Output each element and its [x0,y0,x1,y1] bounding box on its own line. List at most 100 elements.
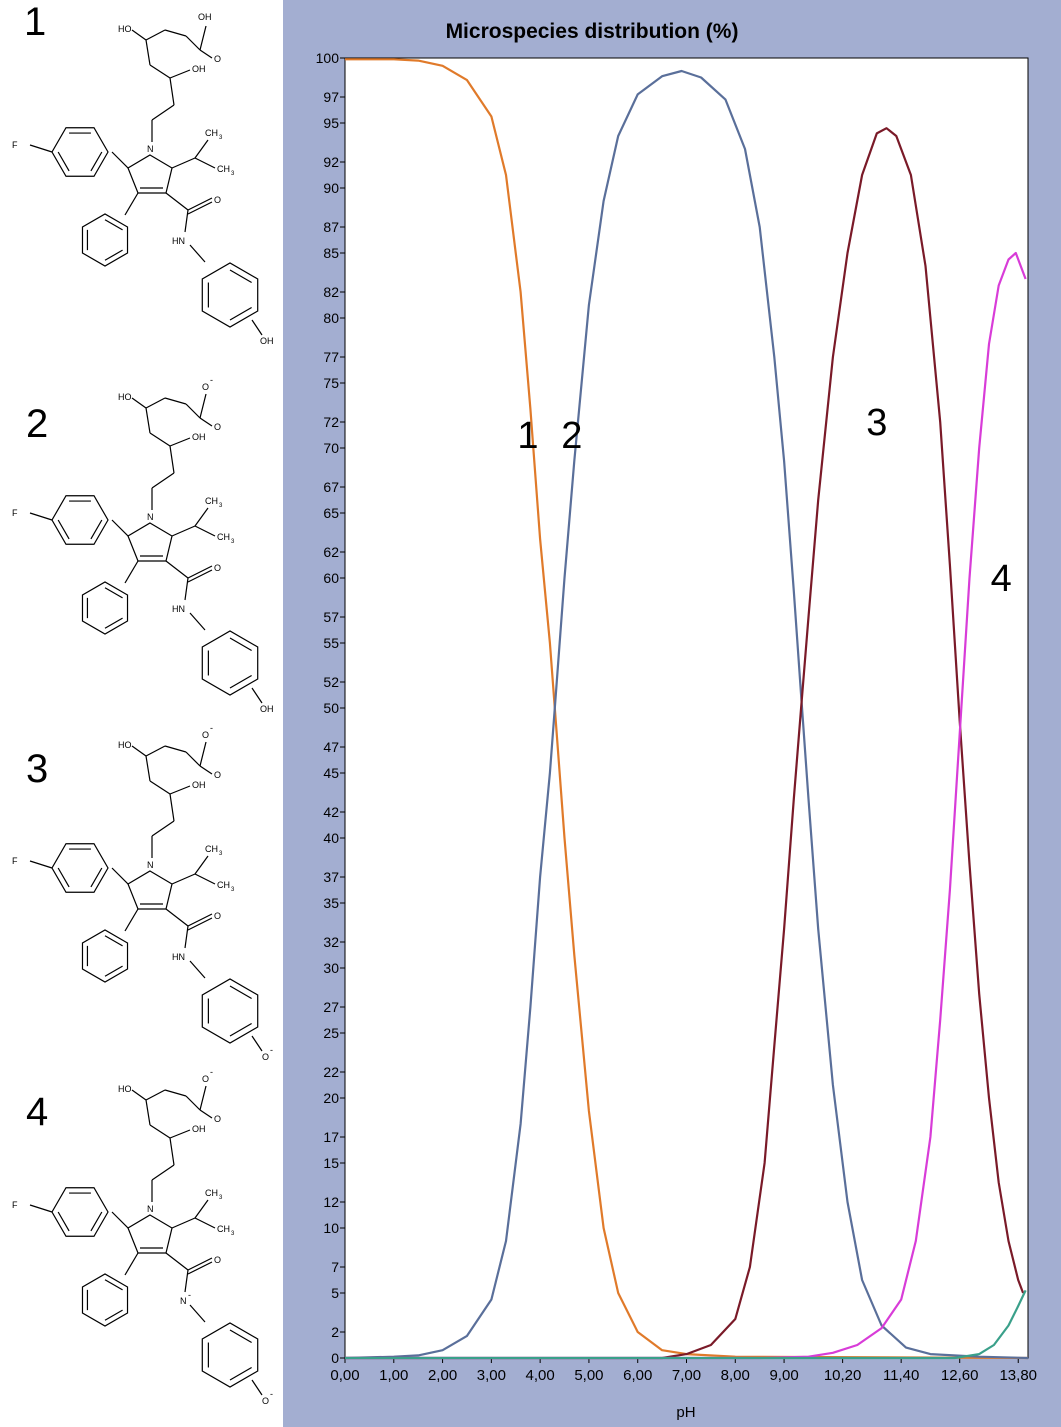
atom-label: CH [205,844,218,854]
bond [169,793,175,822]
bond [145,397,166,409]
atom-label: CH [205,128,218,138]
structure-label: 2 [26,402,49,446]
bond [131,745,147,757]
double-bond [90,867,103,888]
atom-label: F [12,1200,18,1210]
bond [194,139,209,159]
benzene-ring [81,929,129,983]
atom-label: CH [217,164,230,174]
bond [131,29,147,41]
x-tick-label: 10,20 [824,1367,862,1384]
bond [199,417,213,427]
atom-label: 3 [219,503,223,509]
atom-label: O [214,770,221,780]
bond [187,1261,213,1275]
double-bond [229,637,252,652]
pyrrole-ring [127,154,173,194]
y-tick-label: 92 [323,154,339,170]
benzene-ring [201,630,259,696]
y-tick-label: 70 [323,440,339,456]
benzene-ring [51,495,109,545]
y-tick-label: 85 [323,245,339,261]
benzene-ring [201,262,259,328]
chart-title: Microspecies distribution (%) [446,20,739,43]
benzene-ring [201,1322,259,1388]
bond [29,144,53,153]
bond [169,437,191,447]
bond [111,867,129,885]
atom-label: OH [260,336,274,346]
bond [111,1211,129,1229]
bond [171,873,196,885]
double-bond [90,151,103,172]
atom-label: O [262,1052,269,1062]
bond [151,472,175,489]
double-bond [229,1329,252,1344]
y-tick-label: 97 [323,89,339,105]
atom-label: OH [192,64,206,74]
bond [199,393,207,419]
y-tick-label: 30 [323,960,339,976]
bond [251,1035,263,1052]
double-bond [104,587,123,599]
bond [171,1217,196,1229]
y-tick-label: 75 [323,375,339,391]
atom-label: OH [192,780,206,790]
y-tick-label: 27 [323,999,339,1015]
plot-area [344,57,1029,1359]
x-tick-label: 2,00 [428,1367,457,1384]
atom-label: CH [217,532,230,542]
bond [185,751,201,767]
benzene-ring [51,843,109,893]
bond [199,1085,207,1111]
bond [194,157,216,169]
atom-label: CH [205,496,218,506]
bond [171,157,196,169]
series-line-2 [344,69,1029,1360]
atom-label: CH [217,880,230,890]
y-tick-label: 100 [316,50,340,66]
atom-label: HO [118,1084,132,1094]
double-bond [57,151,70,172]
atom-label: OH [198,12,212,22]
atom-label: - [210,723,213,733]
bond [165,560,189,579]
series-line-1 [345,58,1029,1360]
atom-label: 3 [231,887,235,893]
y-tick-label: 67 [323,479,339,495]
y-tick-label: 80 [323,310,339,326]
benzene-ring [81,1273,129,1327]
y-tick-label: 25 [323,1025,339,1041]
y-tick-label: 22 [323,1064,339,1080]
atom-label: - [270,1389,273,1399]
y-tick-label: 17 [323,1129,339,1145]
double-bond [104,1309,123,1321]
bond [124,908,139,932]
double-bond [229,674,252,689]
bond [189,612,206,631]
bond [194,855,209,875]
pyrrole-ring [127,522,173,562]
bond [165,192,189,211]
bond [251,319,263,336]
double-bond [57,519,70,540]
double-bond [104,617,123,629]
bond [187,913,213,927]
double-bond [57,867,70,888]
y-tick-label: 82 [323,284,339,300]
y-tick-label: 10 [323,1220,339,1236]
curve-label: 3 [866,402,887,444]
y-tick-label: 32 [323,934,339,950]
bond [187,569,213,583]
bond [184,925,189,949]
bond [164,745,187,753]
y-tick-label: 7 [331,1259,339,1275]
x-axis-label: pH [676,1404,695,1421]
bond [171,525,196,537]
bond [145,29,166,41]
